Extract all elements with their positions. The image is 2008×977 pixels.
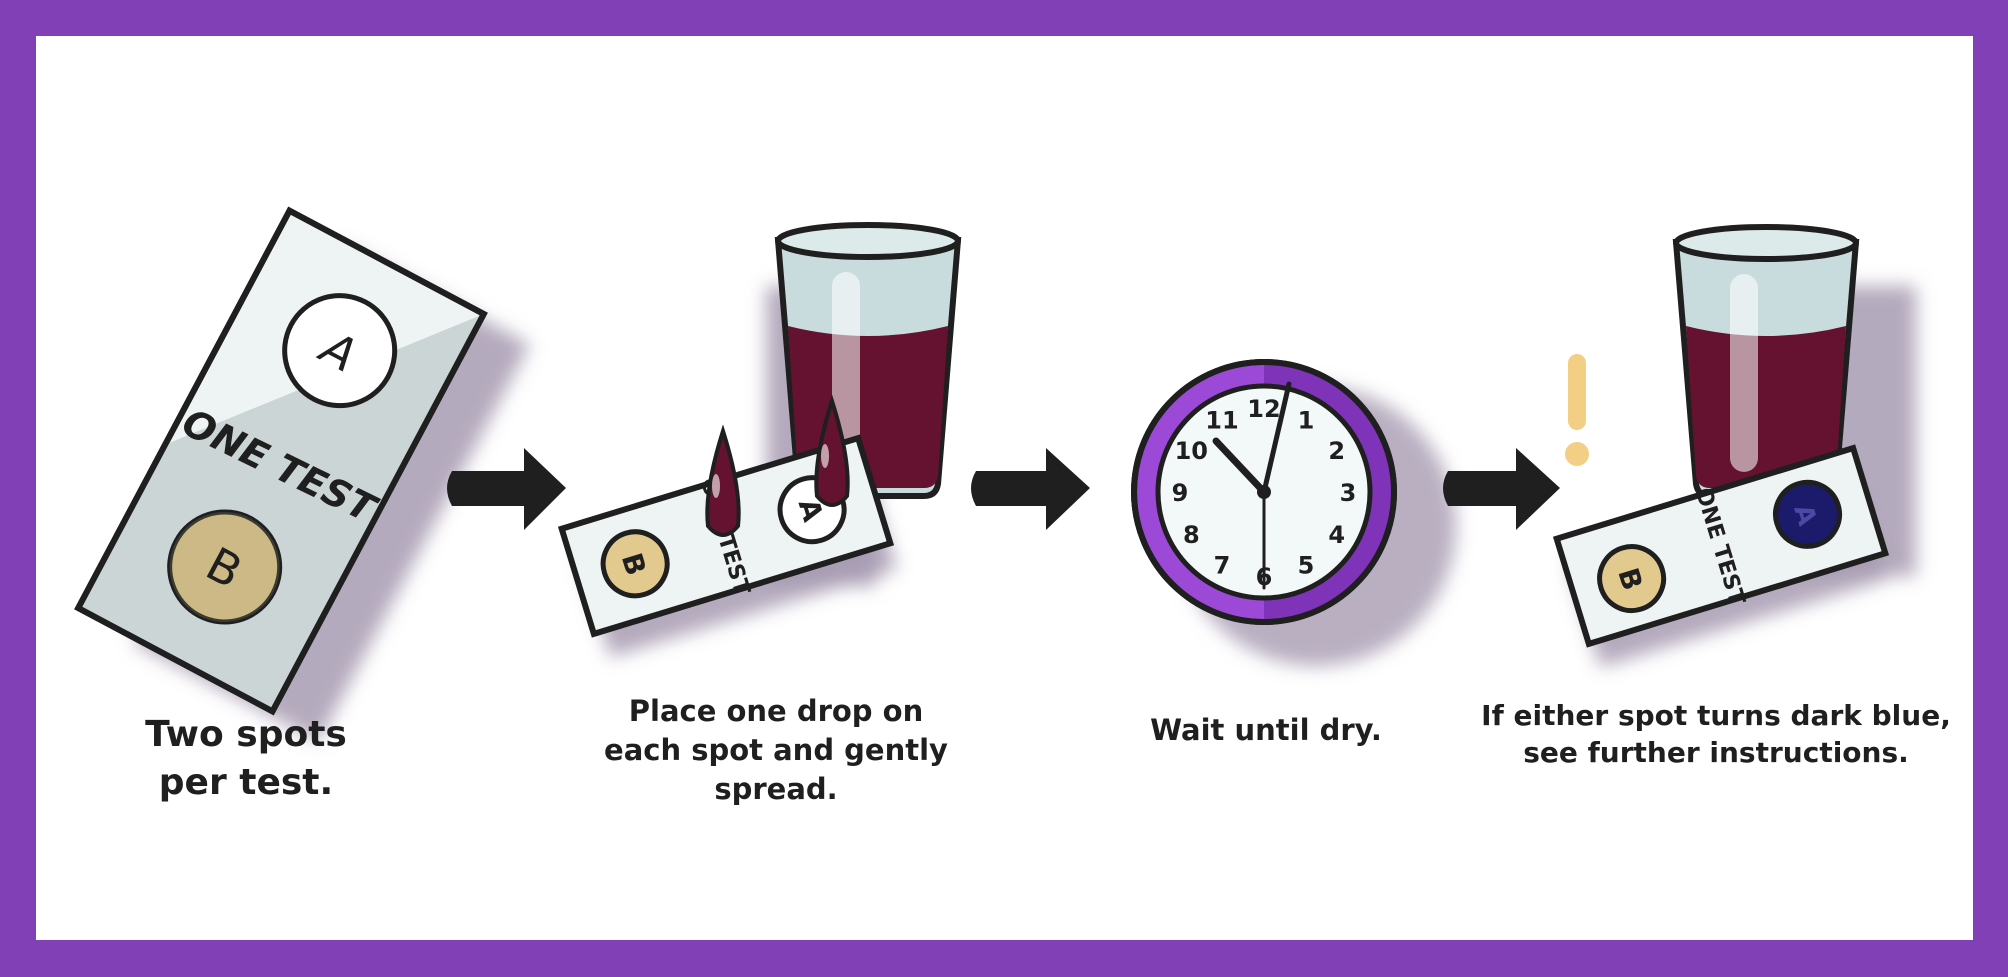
test-strip-icon: A ONE TEST B xyxy=(74,206,488,716)
spot-b: B xyxy=(1597,544,1667,614)
spot-b: B xyxy=(600,529,670,599)
clock-number: 11 xyxy=(1205,406,1238,434)
step3-caption: Wait until dry. xyxy=(1150,713,1382,747)
clock-number: 5 xyxy=(1298,552,1315,580)
clock-number: 1 xyxy=(1298,406,1315,434)
spot-a-dark-blue: A xyxy=(1773,479,1843,549)
clock-number: 8 xyxy=(1183,521,1200,549)
clock-minute-hand xyxy=(1261,381,1292,495)
step1-caption: Two spots per test. xyxy=(145,714,347,803)
arrow-right-icon xyxy=(447,448,566,530)
arrow-right-icon xyxy=(971,448,1090,530)
clock-number: 10 xyxy=(1175,437,1208,465)
wine-glass-icon xyxy=(1672,224,1860,499)
test-strip-icon-result: B ONE TEST A xyxy=(1552,444,1890,648)
clock-number: 9 xyxy=(1172,479,1189,507)
instruction-panel: A ONE TEST B xyxy=(36,36,1973,940)
clock-hour-hand xyxy=(1212,437,1268,496)
clock-icon: 121234567891011 xyxy=(1131,359,1397,625)
exclamation-icon xyxy=(1565,354,1589,466)
step4-caption: If either spot turns dark blue, see furt… xyxy=(1481,699,1951,769)
clock-number: 3 xyxy=(1340,479,1357,507)
clock-number: 12 xyxy=(1247,395,1280,423)
arrow-right-icon xyxy=(1443,448,1560,530)
drop-icon xyxy=(814,394,850,507)
clock-number: 4 xyxy=(1328,521,1345,549)
spot-b: B xyxy=(167,509,283,625)
spot-a: A xyxy=(282,293,398,409)
drop-icon xyxy=(705,424,741,537)
clock-number: 2 xyxy=(1328,437,1345,465)
step2-caption: Place one drop on each spot and gently s… xyxy=(604,694,948,806)
clock-number: 7 xyxy=(1214,552,1231,580)
instruction-illustration: A ONE TEST B xyxy=(74,206,1916,742)
